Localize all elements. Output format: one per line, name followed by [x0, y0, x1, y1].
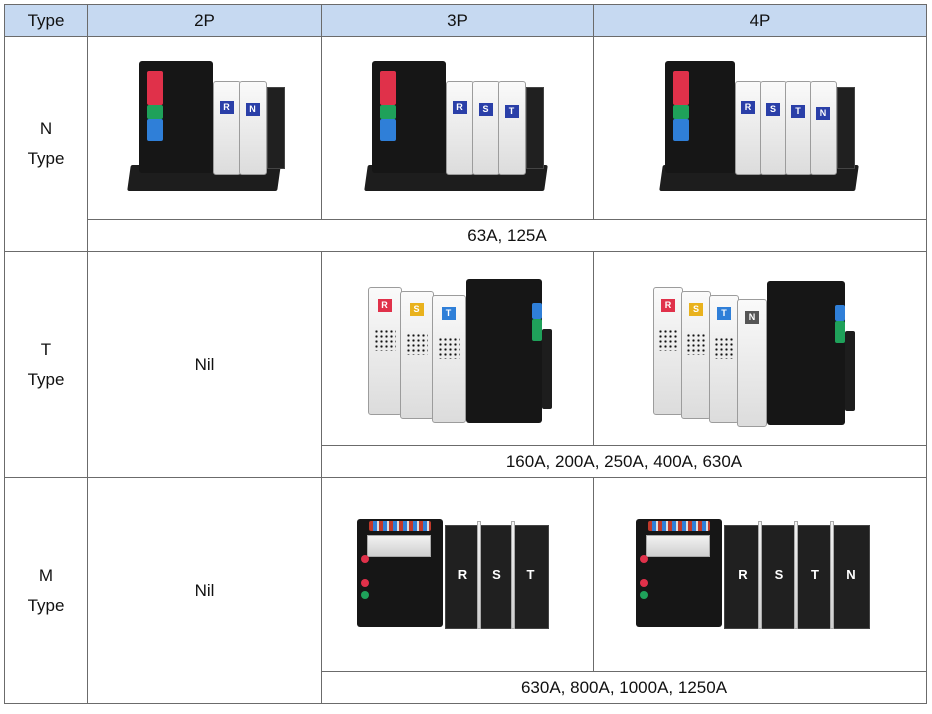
pole-label-n: N — [816, 107, 830, 120]
cell-t-4p: R S T N — [593, 251, 927, 446]
cell-t-2p: Nil — [87, 251, 322, 478]
n-type-2p-image: R N — [121, 53, 289, 203]
header-type: Type — [4, 4, 88, 37]
row-n-type-ratings: 63A, 125A — [5, 219, 927, 252]
header-2p: 2P — [87, 4, 322, 37]
type-word: Type — [27, 369, 65, 389]
pole-label-s: S — [774, 566, 784, 582]
cell-n-3p: R S T — [321, 36, 594, 220]
pole-label-n: N — [745, 310, 759, 324]
type-cell-t: T Type — [4, 251, 88, 478]
ratings-n-type: 63A, 125A — [87, 219, 927, 252]
t-type-4p-image: R S T N — [645, 269, 875, 429]
m-type-4p-image: R S T N — [632, 515, 888, 635]
pole-label-n: N — [245, 103, 260, 116]
pole-label-t: T — [717, 306, 731, 320]
pole-label-r: R — [457, 566, 468, 582]
header-3p: 3P — [321, 4, 594, 37]
pole-label-s: S — [492, 566, 501, 582]
n-type-4p-image: R S T N — [653, 53, 867, 203]
type-cell-n: N Type — [4, 36, 88, 252]
pole-label-t: T — [441, 306, 456, 320]
type-letter: M — [38, 565, 54, 585]
ratings-m-type: 630A, 800A, 1000A, 1250A — [321, 671, 927, 704]
cell-n-2p: R N — [87, 36, 322, 220]
n-type-3p-image: R S T — [358, 53, 558, 203]
row-t-type: T Type Nil R S T — [4, 251, 927, 478]
row-n-type: N Type R N — [4, 36, 927, 252]
pole-label-s: S — [766, 103, 780, 116]
pole-label-n: N — [846, 566, 856, 582]
type-word: Type — [27, 149, 65, 168]
pole-label-r: R — [377, 298, 392, 312]
row-m-type-ratings: 630A, 800A, 1000A, 1250A — [5, 671, 927, 704]
header-4p: 4P — [593, 4, 927, 37]
row-m-type: M Type Nil R S T — [4, 477, 927, 704]
type-letter: T — [40, 339, 52, 359]
m-type-3p-image: R S T — [353, 515, 563, 635]
cell-m-3p: R S T — [321, 477, 594, 672]
header-row: Type 2P 3P 4P — [4, 4, 927, 37]
cell-n-4p: R S T N — [593, 36, 927, 220]
type-letter: N — [39, 119, 53, 138]
pole-label-r: R — [661, 298, 675, 312]
pole-label-r: R — [741, 101, 755, 114]
pole-label-t: T — [504, 105, 519, 118]
pole-label-s: S — [409, 302, 424, 316]
pole-label-s: S — [689, 302, 703, 316]
cell-m-4p: R S T N — [593, 477, 927, 672]
pole-label-t: T — [811, 566, 819, 582]
t-type-3p-image: R S T — [358, 269, 558, 429]
ratings-t-type: 160A, 200A, 250A, 400A, 630A — [321, 445, 927, 478]
pole-label-t: T — [526, 566, 535, 582]
switch-type-table: Type 2P 3P 4P N Type R — [4, 4, 927, 704]
row-t-type-ratings: 160A, 200A, 250A, 400A, 630A — [5, 445, 927, 478]
type-word: Type — [27, 595, 65, 615]
pole-label-r: R — [738, 566, 748, 582]
cell-t-3p: R S T — [321, 251, 594, 446]
pole-label-t: T — [791, 105, 805, 118]
cell-m-2p: Nil — [87, 477, 322, 704]
pole-label-s: S — [478, 103, 493, 116]
pole-label-r: R — [452, 101, 467, 114]
pole-label-r: R — [219, 101, 234, 114]
type-cell-m: M Type — [4, 477, 88, 704]
